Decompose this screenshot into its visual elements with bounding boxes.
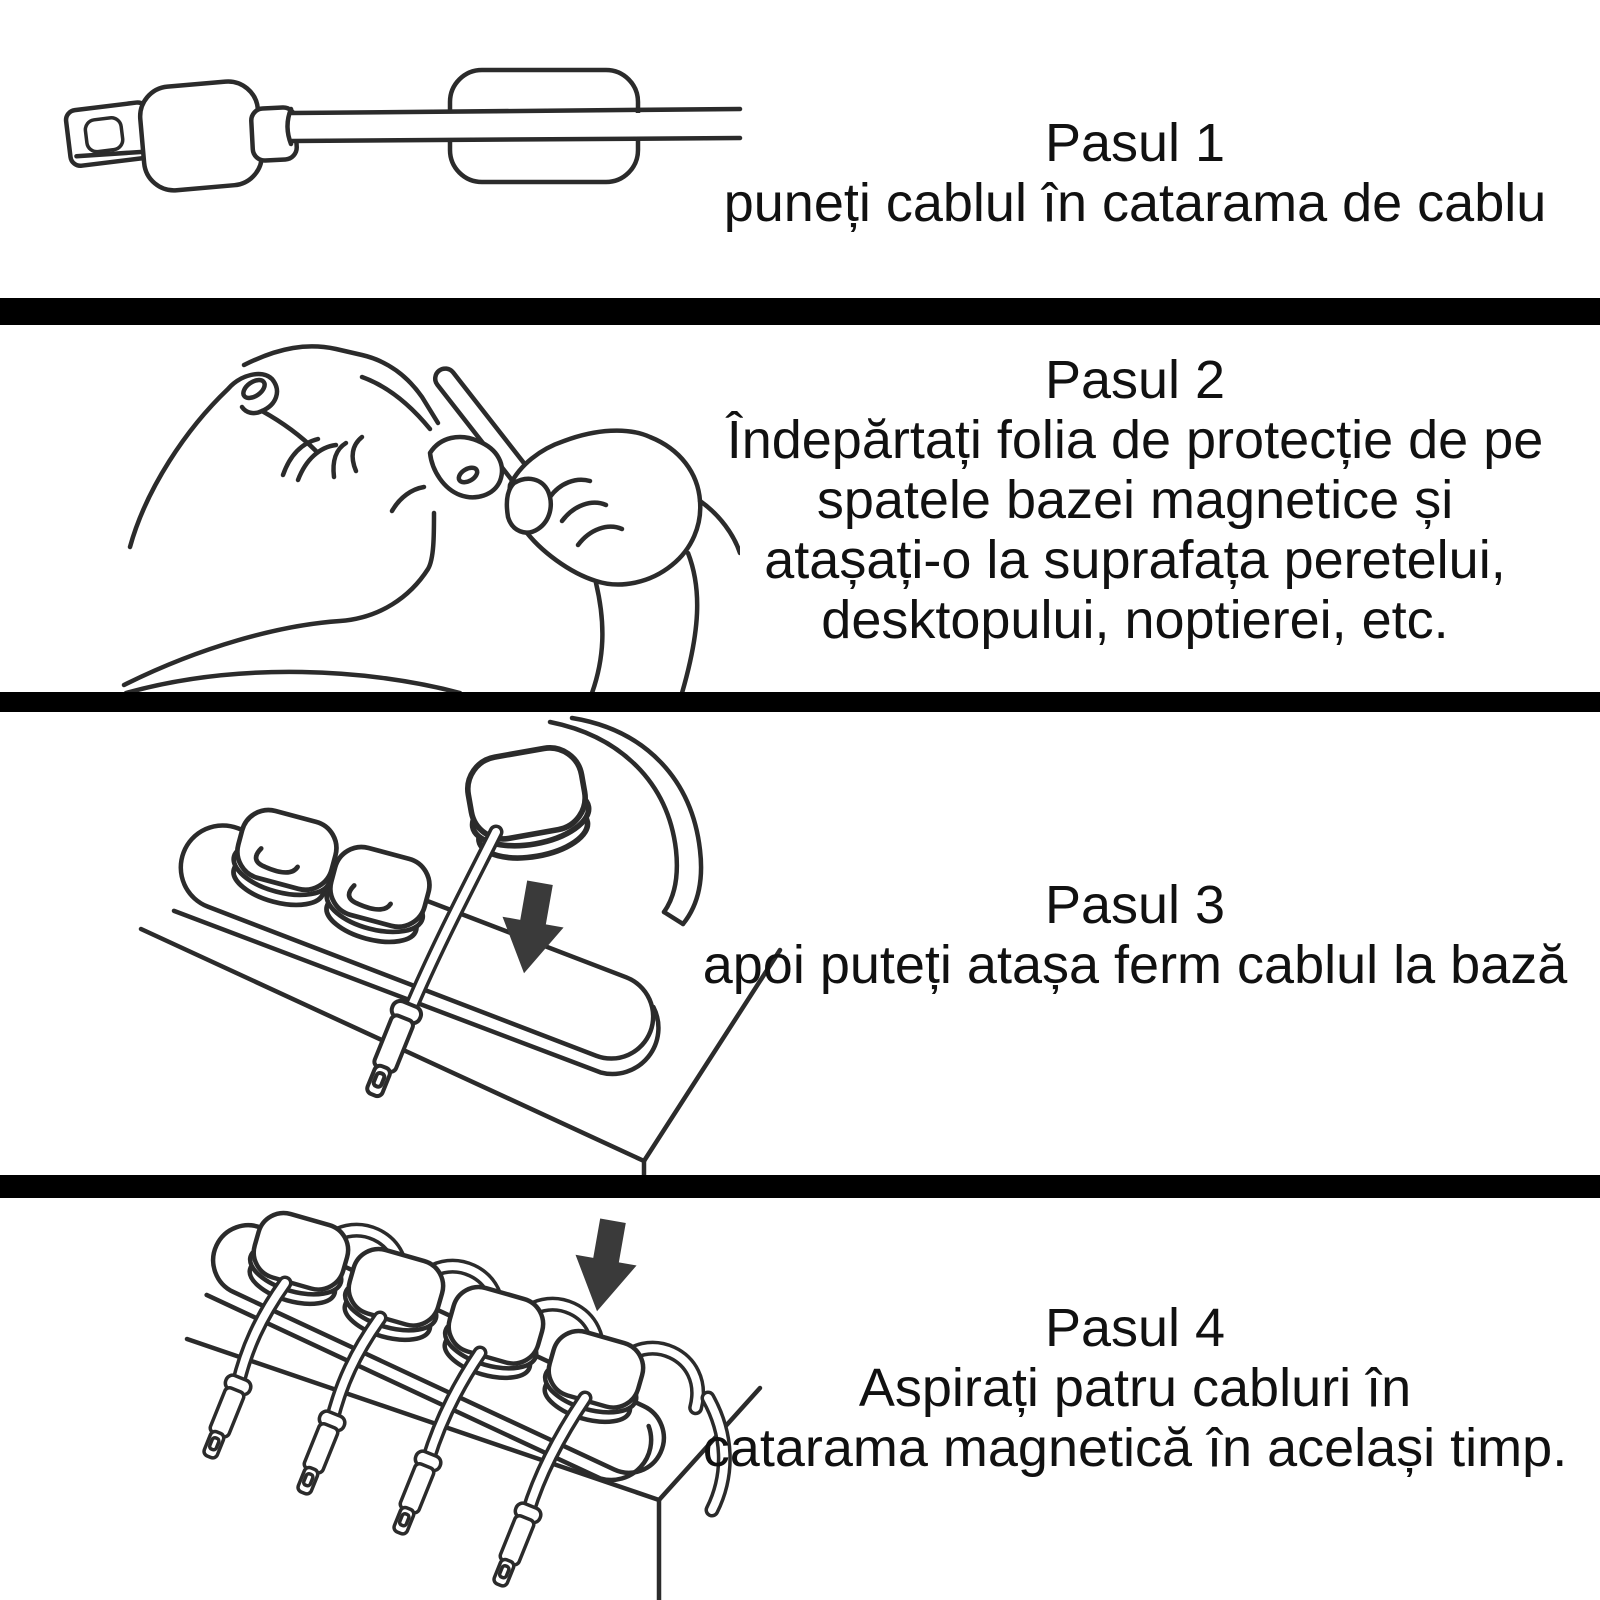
step-4-line: Aspirați patru cabluri în <box>858 1358 1412 1418</box>
cable-buckle-icon <box>225 804 343 915</box>
lightning-connector-icon <box>289 1407 349 1500</box>
step-3-line: apoi puteți atașa ferm cablul la bază <box>702 935 1568 995</box>
hanging-cables <box>195 1275 593 1592</box>
divider-bar-3 <box>0 1175 1600 1198</box>
step-2-line: atașați-o la suprafața peretelui, <box>764 530 1506 590</box>
divider-bar-1 <box>0 298 1600 325</box>
divider-bar-2 <box>0 692 1600 712</box>
cable-arc-lines <box>547 715 704 927</box>
step-2-title: Pasul 2 <box>1044 350 1226 410</box>
lightning-connector-icon <box>195 1371 255 1464</box>
step-3-text: Pasul 3 apoi puteți atașa ferm cablul la… <box>675 875 1595 995</box>
step-2-line: Îndepărtați folia de protecție de pe <box>726 410 1544 470</box>
step-3-title: Pasul 3 <box>1044 875 1226 935</box>
right-hand-icon <box>504 428 740 693</box>
lightning-connector-icon <box>359 999 423 1101</box>
step-2-line: spatele bazei magnetice și <box>816 470 1454 530</box>
down-arrow-icon <box>566 1215 644 1317</box>
step-4-text: Pasul 4 Aspirați patru cabluri în catara… <box>675 1298 1595 1478</box>
step-4-line: catarama magnetică în același timp. <box>702 1418 1568 1478</box>
step-4-title: Pasul 4 <box>1044 1298 1226 1358</box>
step-2-text: Pasul 2 Îndepărtați folia de protecție d… <box>675 350 1595 650</box>
desk-corner-lines <box>184 1336 763 1600</box>
cable-buckle-icon <box>318 841 436 952</box>
step-1-line: puneți cablul în catarama de cablu <box>723 173 1547 233</box>
cable-line <box>289 106 743 116</box>
lightning-connector-icon <box>485 1499 545 1592</box>
connector-body-icon <box>137 79 265 193</box>
left-hand-icon <box>121 344 505 693</box>
step-3-illustration <box>138 715 783 1175</box>
step-2-illustration <box>121 344 740 693</box>
lightning-connector-icon <box>385 1447 445 1540</box>
step-4-illustration <box>184 1198 763 1600</box>
step-1-title: Pasul 1 <box>1044 113 1226 173</box>
step-1-illustration <box>63 67 743 193</box>
step-2-line: desktopului, noptierei, etc. <box>821 590 1449 650</box>
step-1-text: Pasul 1 puneți cablul în catarama de cab… <box>675 113 1595 233</box>
